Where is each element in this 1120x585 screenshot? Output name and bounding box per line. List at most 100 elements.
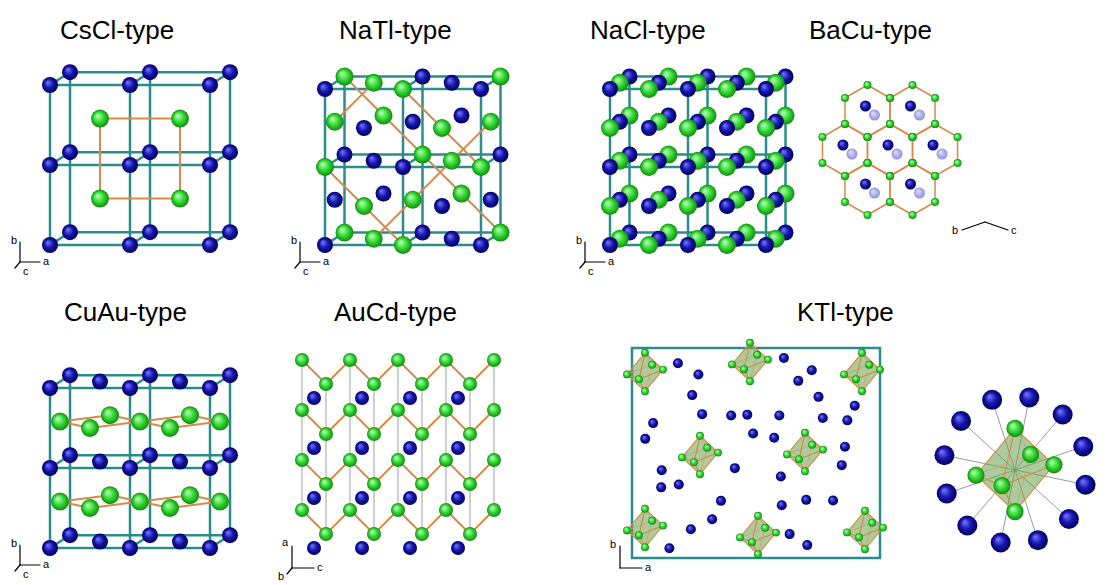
axis-label: c: [588, 265, 594, 278]
atom-sphere: [623, 370, 631, 378]
atom-sphere: [391, 353, 405, 367]
atom-sphere: [802, 540, 812, 550]
atom-sphere: [222, 447, 238, 463]
atom-sphere: [42, 460, 58, 476]
axis-line: [299, 242, 300, 262]
atom-sphere: [1045, 456, 1062, 473]
atom-sphere: [307, 391, 321, 405]
atom-sphere: [171, 190, 189, 208]
tl6-octahedron: [976, 428, 1054, 511]
atom-sphere: [623, 526, 631, 534]
atom-sphere: [764, 356, 772, 364]
atom-sphere: [463, 427, 477, 441]
grey-contact-line: [422, 484, 423, 534]
atom-sphere: [808, 441, 816, 449]
atom-sphere: [886, 172, 894, 180]
atom-sphere: [858, 387, 866, 395]
atom-sphere: [716, 496, 726, 506]
atom-sphere: [841, 172, 849, 180]
atom-sphere: [863, 159, 871, 167]
atom-sphere: [42, 157, 58, 173]
octahedron-edge: [645, 365, 652, 391]
axis-line: [300, 261, 320, 262]
axis-line: [15, 262, 20, 268]
atom-sphere: [640, 158, 658, 176]
atom-sphere: [222, 64, 238, 80]
atom-sphere: [415, 225, 431, 241]
atom-sphere: [640, 434, 650, 444]
axis-line: [619, 546, 620, 568]
atom-sphere: [801, 467, 809, 475]
atom-sphere: [937, 149, 948, 160]
atom-sphere: [62, 64, 78, 80]
atom-sphere: [42, 380, 58, 396]
atom-sphere: [641, 387, 649, 395]
atom-sphere: [674, 480, 684, 490]
atom-sphere: [785, 529, 795, 539]
atom-sphere: [656, 482, 666, 492]
atom-sphere: [222, 527, 238, 543]
atom-sphere: [1019, 387, 1039, 407]
atom-sphere: [982, 390, 1002, 410]
atom-sphere: [81, 419, 99, 437]
atom-sphere: [909, 159, 917, 167]
atom-sphere: [850, 401, 860, 411]
atom-sphere: [754, 550, 762, 558]
bond-line: [100, 118, 180, 120]
atom-sphere: [861, 507, 869, 515]
octahedron-edge: [744, 343, 750, 369]
atom-sphere: [648, 361, 656, 369]
atom-sphere: [439, 453, 453, 467]
atom-sphere: [807, 365, 817, 375]
octahedron-edge: [758, 528, 765, 554]
atom-sphere: [659, 366, 667, 374]
atom-sphere: [483, 192, 499, 208]
octahedron-edge: [639, 353, 645, 379]
atom-sphere: [937, 484, 957, 504]
atom-sphere: [415, 377, 429, 391]
atom-sphere: [909, 159, 917, 167]
atom-sphere: [837, 140, 848, 151]
atom-sphere: [828, 496, 838, 506]
atom-sphere: [801, 429, 809, 437]
atom-sphere: [202, 77, 218, 93]
axis-label: b: [291, 234, 297, 247]
atom-sphere: [1059, 509, 1079, 529]
atom-sphere: [714, 449, 722, 457]
atom-sphere: [222, 224, 238, 240]
atom-sphere: [777, 500, 787, 510]
atom-sphere: [1006, 420, 1023, 437]
atom-sphere: [758, 159, 774, 175]
atom-sphere: [863, 211, 871, 219]
atom-sphere: [931, 198, 939, 206]
atom-sphere: [776, 472, 786, 482]
grey-contact-line: [326, 384, 327, 434]
atom-sphere: [444, 231, 460, 247]
atom-sphere: [648, 418, 658, 428]
grey-contact-line: [494, 360, 495, 410]
atom-sphere: [403, 391, 417, 405]
structure-title: AuCd-type: [334, 298, 457, 328]
octahedron-edge: [740, 528, 765, 538]
axis-line: [292, 567, 314, 568]
atom-sphere: [122, 460, 138, 476]
atom-sphere: [42, 237, 58, 253]
atom-sphere: [863, 133, 871, 141]
axis-label: b: [11, 234, 17, 247]
atom-sphere: [818, 133, 826, 141]
atom-sphere: [783, 450, 791, 458]
atom-sphere: [414, 146, 432, 164]
atom-sphere: [793, 376, 803, 386]
atom-sphere: [365, 74, 383, 92]
atom-sphere: [679, 197, 697, 215]
atom-sphere: [852, 375, 860, 383]
atom-sphere: [405, 114, 421, 130]
atom-sphere: [122, 237, 138, 253]
atom-sphere: [886, 94, 894, 102]
atom-sphere: [931, 94, 939, 102]
atom-sphere: [319, 427, 333, 441]
atom-sphere: [101, 486, 119, 504]
atom-sphere: [993, 477, 1010, 494]
atom-sphere: [51, 493, 69, 511]
atom-sphere: [487, 403, 501, 417]
